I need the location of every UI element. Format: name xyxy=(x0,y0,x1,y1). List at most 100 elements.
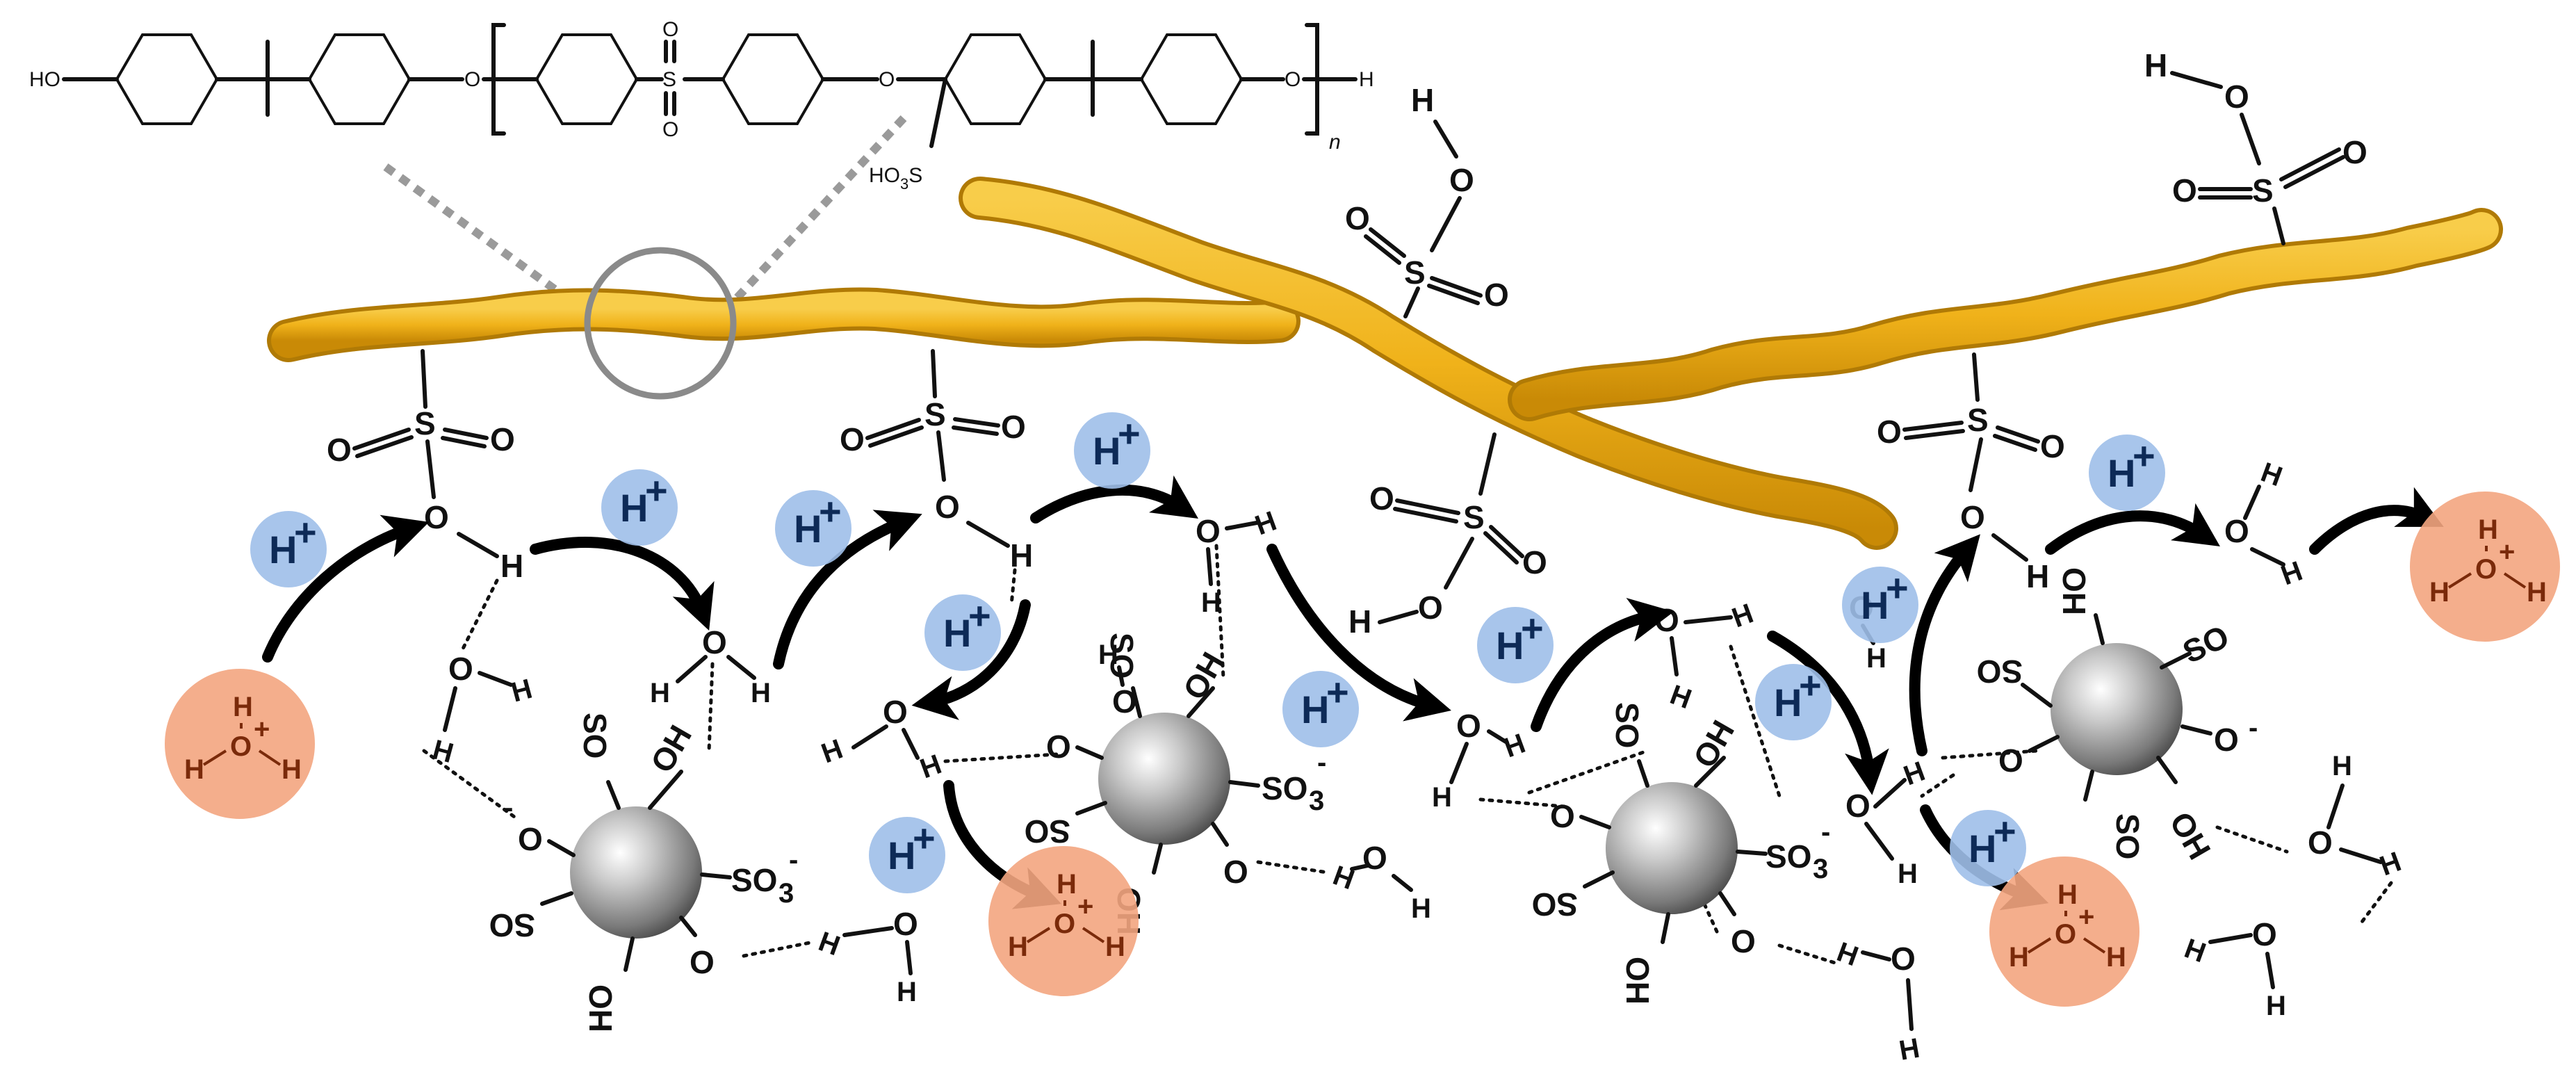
svg-text:H: H xyxy=(2429,577,2449,608)
svg-text:H: H xyxy=(1833,936,1862,972)
svg-text:+: + xyxy=(1886,566,1909,610)
svg-text:O: O xyxy=(2308,825,2333,861)
svg-text:O: O xyxy=(2342,134,2367,170)
svg-text:O: O xyxy=(1054,909,1075,939)
svg-text:H: H xyxy=(1900,756,1929,791)
repeat-count-n: n xyxy=(1329,131,1341,154)
proton-bubble: H+ xyxy=(250,510,327,587)
svg-text:H: H xyxy=(916,749,945,784)
svg-text:O: O xyxy=(1456,708,1481,744)
svg-text:H: H xyxy=(1093,429,1120,473)
svg-text:H: H xyxy=(430,734,457,769)
svg-text:H: H xyxy=(815,926,844,961)
svg-text:O: O xyxy=(230,731,252,762)
hydronium-bubble: H O + H H xyxy=(1989,856,2139,1007)
svg-text:HO: HO xyxy=(582,984,619,1032)
svg-text:S: S xyxy=(1404,254,1426,291)
svg-text:H: H xyxy=(2527,577,2547,608)
svg-text:-: - xyxy=(2249,713,2258,743)
svg-text:O: O xyxy=(1345,200,1370,236)
sulfone-sulfur: S xyxy=(662,68,676,91)
benzene-ring-2 xyxy=(307,33,411,125)
svg-text:H: H xyxy=(1411,893,1431,924)
sulfonic-acid-substituent: HO3S xyxy=(869,164,922,193)
svg-text:SO: SO xyxy=(2110,813,2146,859)
svg-text:H: H xyxy=(751,678,771,708)
proton-bubble: H+ xyxy=(1842,566,1918,643)
svg-text:SO: SO xyxy=(1025,813,1070,850)
ether-oxygen-3: O xyxy=(1285,68,1301,91)
svg-text:O: O xyxy=(1731,923,1756,959)
svg-text:O: O xyxy=(490,421,515,457)
svg-text:H: H xyxy=(2478,514,2498,545)
svg-text:H: H xyxy=(1105,932,1125,962)
proton-bubble: H+ xyxy=(869,816,945,893)
svg-text:H: H xyxy=(2057,879,2078,910)
svg-text:O: O xyxy=(1362,840,1387,876)
svg-text:H: H xyxy=(1411,82,1434,118)
benzene-ring-1 xyxy=(115,33,219,125)
svg-text:H: H xyxy=(2026,558,2049,594)
svg-text:O: O xyxy=(518,821,543,857)
svg-text:O: O xyxy=(1196,513,1221,549)
svg-text:O: O xyxy=(690,944,715,980)
svg-text:O: O xyxy=(1484,277,1509,313)
svg-text:H: H xyxy=(2009,942,2029,973)
proton-bubble: H+ xyxy=(2089,434,2165,511)
svg-text:O: O xyxy=(327,432,352,468)
benzene-ring-3 xyxy=(535,33,639,125)
svg-text:H: H xyxy=(508,674,535,708)
svg-text:-: - xyxy=(1821,817,1830,847)
svg-text:O: O xyxy=(1449,162,1474,198)
svg-text:H: H xyxy=(2332,751,2352,781)
svg-text:H: H xyxy=(1898,859,1918,889)
svg-text:H: H xyxy=(184,754,204,785)
svg-text:+: + xyxy=(645,469,668,512)
sulfonic-group-5: H O S O O xyxy=(2144,47,2367,245)
svg-text:O: O xyxy=(2172,172,2197,209)
svg-text:H: H xyxy=(2108,451,2135,495)
svg-text:H: H xyxy=(620,486,648,530)
svg-text:+: + xyxy=(2133,434,2155,478)
svg-text:H: H xyxy=(233,692,253,722)
sulfonic-group-6: S O O O H xyxy=(1877,352,2065,594)
svg-text:-: - xyxy=(504,793,513,823)
svg-text:O: O xyxy=(2252,916,2277,952)
svg-text:OH: OH xyxy=(2162,806,2218,866)
svg-text:O: O xyxy=(448,651,473,687)
svg-text:O: O xyxy=(1960,499,1985,535)
svg-text:+: + xyxy=(2499,537,2515,567)
svg-text:+: + xyxy=(254,714,270,745)
svg-text:H: H xyxy=(1098,640,1118,670)
svg-text:-: - xyxy=(1317,747,1326,778)
svg-text:H: H xyxy=(943,611,971,655)
svg-text:SO: SO xyxy=(1532,886,1578,923)
sulfonic-group-3: H O S O O xyxy=(1345,82,1509,318)
svg-text:SO: SO xyxy=(2177,618,2234,670)
svg-text:H: H xyxy=(1301,688,1329,731)
nanoparticle-sphere-icon: OH SO 3 - SO O - SO HO O xyxy=(489,713,799,1032)
svg-text:S: S xyxy=(1463,499,1485,535)
svg-text:O: O xyxy=(1418,590,1443,626)
svg-text:H: H xyxy=(1774,681,1802,724)
svg-text:+: + xyxy=(819,489,842,533)
svg-text:O: O xyxy=(1877,414,1902,450)
svg-text:O: O xyxy=(1001,409,1026,445)
svg-text:H: H xyxy=(2257,457,2286,492)
svg-text:H: H xyxy=(1057,869,1077,900)
svg-text:H: H xyxy=(2144,47,2167,83)
svg-text:H: H xyxy=(1008,932,1028,962)
svg-text:H: H xyxy=(1897,1033,1922,1066)
hydrogen-end-label: H xyxy=(1359,68,1374,91)
svg-text:H: H xyxy=(1329,860,1358,895)
benzene-ring-5 xyxy=(943,33,1047,125)
svg-text:H: H xyxy=(817,733,847,769)
proton-bubble: H+ xyxy=(1755,663,1832,740)
svg-text:O: O xyxy=(893,906,918,942)
svg-text:+: + xyxy=(1118,412,1141,455)
svg-text:H: H xyxy=(2277,555,2306,591)
svg-text:H: H xyxy=(2106,942,2126,973)
svg-text:OH: OH xyxy=(644,719,699,779)
svg-text:+: + xyxy=(913,816,936,860)
